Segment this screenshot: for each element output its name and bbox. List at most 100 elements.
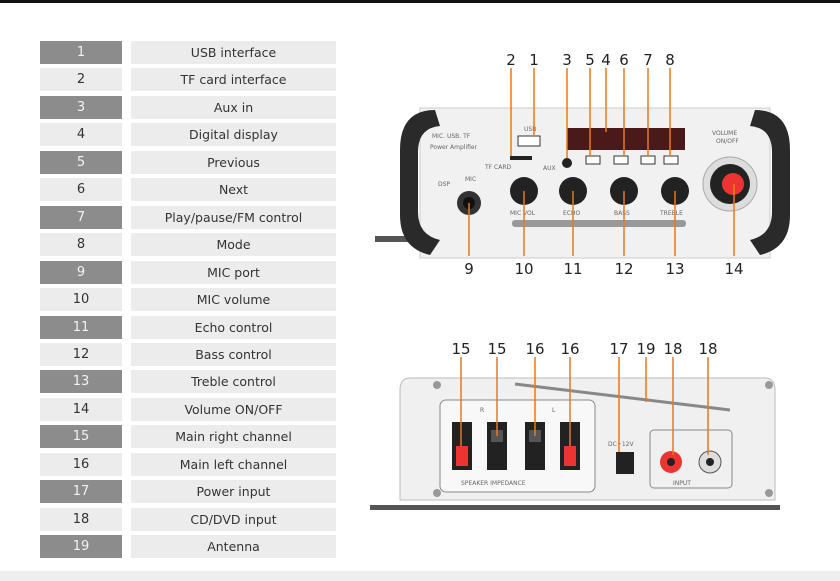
- row-label: Main right channel: [131, 425, 336, 449]
- right-handle: [750, 110, 790, 255]
- callout-number: 5: [585, 51, 595, 69]
- table-row: 10 MIC volume: [40, 288, 336, 312]
- row-label: USB interface: [131, 41, 336, 64]
- callout-number: 11: [563, 260, 582, 278]
- speaker-terminal-panel: [439, 399, 596, 493]
- row-label: Antenna: [131, 535, 336, 559]
- row-label: Next: [131, 178, 336, 202]
- table-row: 17 Power input: [40, 480, 336, 504]
- row-number: 4: [40, 123, 122, 147]
- tf-slot: [510, 156, 532, 160]
- table-row: 3 Aux in: [40, 95, 336, 119]
- row-number: 19: [40, 535, 122, 559]
- row-number: 11: [40, 315, 122, 339]
- row-label: Treble control: [131, 370, 336, 394]
- mic-vol-label: MIC VOL: [510, 210, 536, 217]
- callout-number: 3: [562, 51, 572, 69]
- row-number: 9: [40, 260, 122, 284]
- usb-port: [517, 135, 541, 147]
- row-number: 8: [40, 233, 122, 257]
- row-label: Aux in: [131, 95, 336, 119]
- echo-label: ECHO: [563, 210, 580, 217]
- play-pause-button: [640, 155, 656, 165]
- bottom-strip: [0, 571, 840, 581]
- callout-number: 14: [724, 260, 743, 278]
- callout-number: 17: [609, 340, 628, 358]
- callout-number: 8: [665, 51, 675, 69]
- row-number: 10: [40, 288, 122, 312]
- left-handle: [400, 110, 440, 255]
- brand-line1: MIC. USB. TF: [432, 133, 471, 140]
- row-number: 3: [40, 95, 122, 119]
- top-border: [0, 0, 840, 3]
- row-label: Power input: [131, 480, 336, 504]
- callout-number: 13: [665, 260, 684, 278]
- row-number: 5: [40, 150, 122, 174]
- callout-number: 15: [451, 340, 470, 358]
- callout-number: 16: [525, 340, 544, 358]
- mode-button: [663, 155, 679, 165]
- volume-label: VOLUME: [712, 130, 737, 137]
- rca-right: [667, 458, 675, 466]
- row-number: 12: [40, 342, 122, 366]
- callout-number: 12: [614, 260, 633, 278]
- back-callout-lines: [460, 357, 709, 455]
- power-jack: [616, 452, 634, 474]
- row-label: MIC volume: [131, 288, 336, 312]
- row-label: Digital display: [131, 123, 336, 147]
- row-number: 1: [40, 41, 122, 64]
- rca-left: [706, 458, 714, 466]
- callout-number: 10: [514, 260, 533, 278]
- onoff-label: ON/OFF: [716, 138, 739, 145]
- aux-jack: [562, 158, 572, 168]
- callout-number: 19: [636, 340, 655, 358]
- row-label: CD/DVD input: [131, 507, 336, 531]
- volume-knob: [722, 173, 744, 195]
- dc-label: DC+12V: [608, 441, 634, 448]
- front-callout-lines: [468, 68, 735, 256]
- front-panel: MIC. USB. TF Power Amplifier DSP USB TF …: [375, 107, 790, 259]
- row-label: Echo control: [131, 315, 336, 339]
- right-label: R: [480, 407, 484, 414]
- callout-number: 2: [506, 51, 516, 69]
- row-label: Bass control: [131, 342, 336, 366]
- row-label: Mode: [131, 233, 336, 257]
- table-row: 9 MIC port: [40, 260, 336, 284]
- row-label: Main left channel: [131, 452, 336, 476]
- callout-number: 4: [601, 51, 611, 69]
- speaker-impedance-label: SPEAKER IMPEDANCE: [461, 480, 526, 487]
- callout-number: 7: [643, 51, 653, 69]
- mic-label: MIC: [465, 176, 476, 183]
- row-label: MIC port: [131, 260, 336, 284]
- row-number: 14: [40, 397, 122, 421]
- treble-label: TREBLE: [659, 210, 683, 217]
- bass-label: BASS: [614, 210, 630, 217]
- table-row: 4 Digital display: [40, 123, 336, 147]
- callout-number: 18: [698, 340, 717, 358]
- row-number: 2: [40, 68, 122, 92]
- dsp-label: DSP: [438, 181, 450, 188]
- callout-number: 1: [529, 51, 539, 69]
- tf-label: TF CARD: [484, 164, 511, 171]
- input-label: INPUT: [673, 480, 691, 487]
- table-row: 19 Antenna: [40, 535, 336, 559]
- brand-line2: Power Amplifier: [430, 144, 478, 151]
- grille: [512, 220, 686, 227]
- callout-number: 16: [560, 340, 579, 358]
- table-row: 8 Mode: [40, 233, 336, 257]
- next-button: [613, 155, 629, 165]
- digital-display: [567, 128, 685, 150]
- row-number: 17: [40, 480, 122, 504]
- speaker-terminals: [452, 422, 580, 470]
- antenna: [514, 382, 731, 412]
- back-panel: R L SPEAKER IMPEDANCE DC+12V INPUT: [370, 377, 780, 510]
- previous-button: [585, 155, 601, 165]
